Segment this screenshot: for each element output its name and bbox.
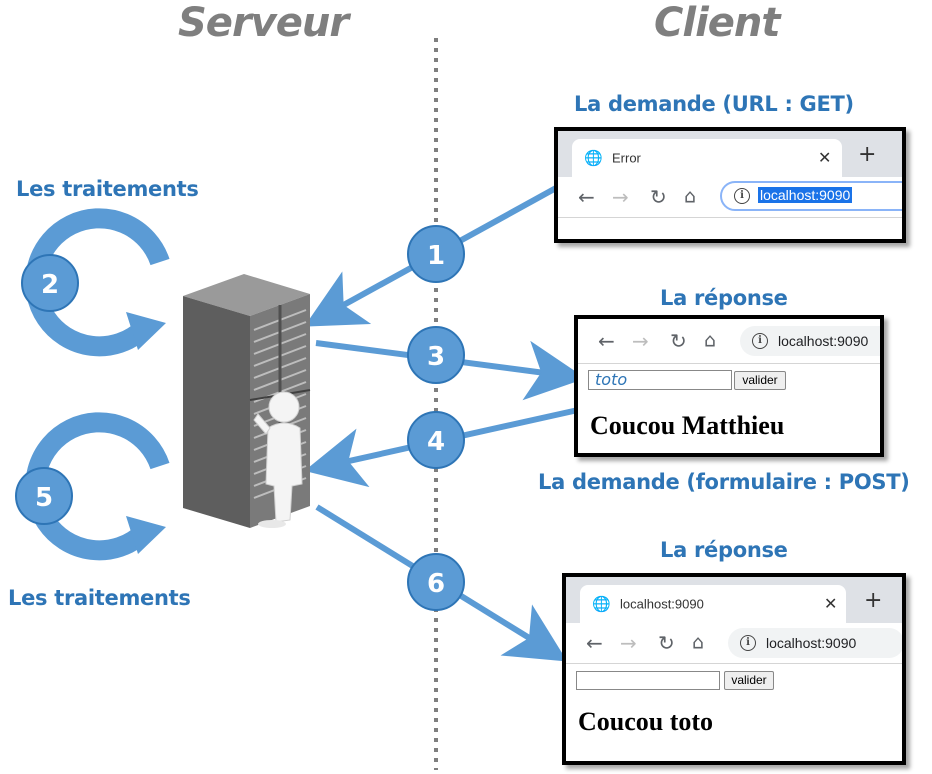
url-text: localhost:9090 bbox=[766, 635, 857, 651]
arrow-left-icon[interactable]: ← bbox=[598, 329, 615, 353]
browser-window-response-2: 🌐 localhost:9090 ✕ + ← → ↻ ⌂ i localhost… bbox=[562, 573, 906, 765]
new-tab-icon[interactable]: + bbox=[864, 588, 883, 613]
globe-icon: 🌐 bbox=[592, 596, 611, 613]
response-output: Coucou toto bbox=[578, 707, 714, 736]
response-output: Coucou Matthieu bbox=[590, 411, 785, 440]
step-bubble-6: 6 bbox=[407, 553, 465, 611]
step-bubble-5: 5 bbox=[15, 467, 73, 525]
tab-title: localhost:9090 bbox=[620, 596, 704, 612]
client-heading: Client bbox=[654, 0, 781, 46]
address-bar[interactable]: i localhost:9090 bbox=[740, 326, 880, 356]
info-icon[interactable]: i bbox=[752, 333, 768, 349]
new-tab-icon[interactable]: + bbox=[858, 142, 877, 167]
url-text: localhost:9090 bbox=[778, 333, 869, 349]
step-bubble-4: 4 bbox=[407, 411, 465, 469]
label-processing-top: Les traitements bbox=[16, 177, 199, 201]
svg-text:3: 3 bbox=[427, 342, 445, 372]
arrow-right-icon[interactable]: → bbox=[632, 329, 649, 353]
home-icon[interactable]: ⌂ bbox=[684, 185, 697, 208]
label-response-1: La réponse bbox=[660, 286, 788, 310]
close-icon[interactable]: ✕ bbox=[824, 596, 838, 613]
browser-tab[interactable]: 🌐 Error ✕ bbox=[572, 139, 842, 177]
step-bubble-3: 3 bbox=[407, 326, 465, 384]
svg-text:1: 1 bbox=[427, 241, 445, 271]
submit-button[interactable]: valider bbox=[724, 671, 774, 690]
url-text: localhost:9090 bbox=[758, 187, 853, 203]
label-request-get: La demande (URL : GET) bbox=[574, 92, 854, 116]
step-bubble-2: 2 bbox=[21, 254, 79, 312]
home-icon[interactable]: ⌂ bbox=[692, 631, 705, 654]
submit-button[interactable]: valider bbox=[734, 371, 786, 390]
arrow-right-icon[interactable]: → bbox=[612, 185, 629, 209]
info-icon[interactable]: i bbox=[734, 188, 750, 204]
svg-text:2: 2 bbox=[41, 270, 59, 300]
globe-icon: 🌐 bbox=[584, 150, 603, 167]
name-input[interactable]: toto bbox=[588, 370, 732, 390]
label-response-2: La réponse bbox=[660, 538, 788, 562]
tab-bar: 🌐 localhost:9090 ✕ + bbox=[566, 577, 902, 623]
label-request-post: La demande (formulaire : POST) bbox=[538, 470, 910, 494]
navigation-bar: ← → ↻ ⌂ i localhost:9090 bbox=[566, 623, 902, 664]
tab-bar: 🌐 Error ✕ + bbox=[558, 131, 902, 177]
svg-text:4: 4 bbox=[427, 427, 445, 457]
arrow-left-icon[interactable]: ← bbox=[586, 631, 603, 655]
reload-icon[interactable]: ↻ bbox=[658, 631, 675, 655]
arrow-right-icon[interactable]: → bbox=[620, 631, 637, 655]
svg-text:6: 6 bbox=[427, 569, 445, 599]
server-heading: Serveur bbox=[178, 0, 349, 46]
arrow-left-icon[interactable]: ← bbox=[578, 185, 595, 209]
reload-icon[interactable]: ↻ bbox=[650, 185, 667, 209]
browser-window-response-1: ← → ↻ ⌂ i localhost:9090 toto valider Co… bbox=[574, 315, 884, 457]
navigation-bar: ← → ↻ ⌂ i localhost:9090 bbox=[578, 319, 880, 364]
reload-icon[interactable]: ↻ bbox=[670, 329, 687, 353]
navigation-bar: ← → ↻ ⌂ i localhost:9090 bbox=[558, 177, 902, 218]
browser-tab[interactable]: 🌐 localhost:9090 ✕ bbox=[580, 585, 846, 623]
address-bar[interactable]: i localhost:9090 bbox=[720, 181, 902, 211]
label-processing-bottom: Les traitements bbox=[8, 586, 191, 610]
name-input[interactable] bbox=[576, 671, 720, 690]
svg-text:5: 5 bbox=[35, 483, 53, 513]
server-rack-illustration bbox=[183, 274, 311, 528]
address-bar[interactable]: i localhost:9090 bbox=[728, 628, 902, 658]
browser-window-get: 🌐 Error ✕ + ← → ↻ ⌂ i localhost:9090 bbox=[554, 127, 906, 243]
home-icon[interactable]: ⌂ bbox=[704, 329, 717, 352]
info-icon[interactable]: i bbox=[740, 635, 756, 651]
close-icon[interactable]: ✕ bbox=[818, 150, 832, 167]
tab-title: Error bbox=[612, 150, 641, 166]
step-bubble-1: 1 bbox=[407, 225, 465, 283]
